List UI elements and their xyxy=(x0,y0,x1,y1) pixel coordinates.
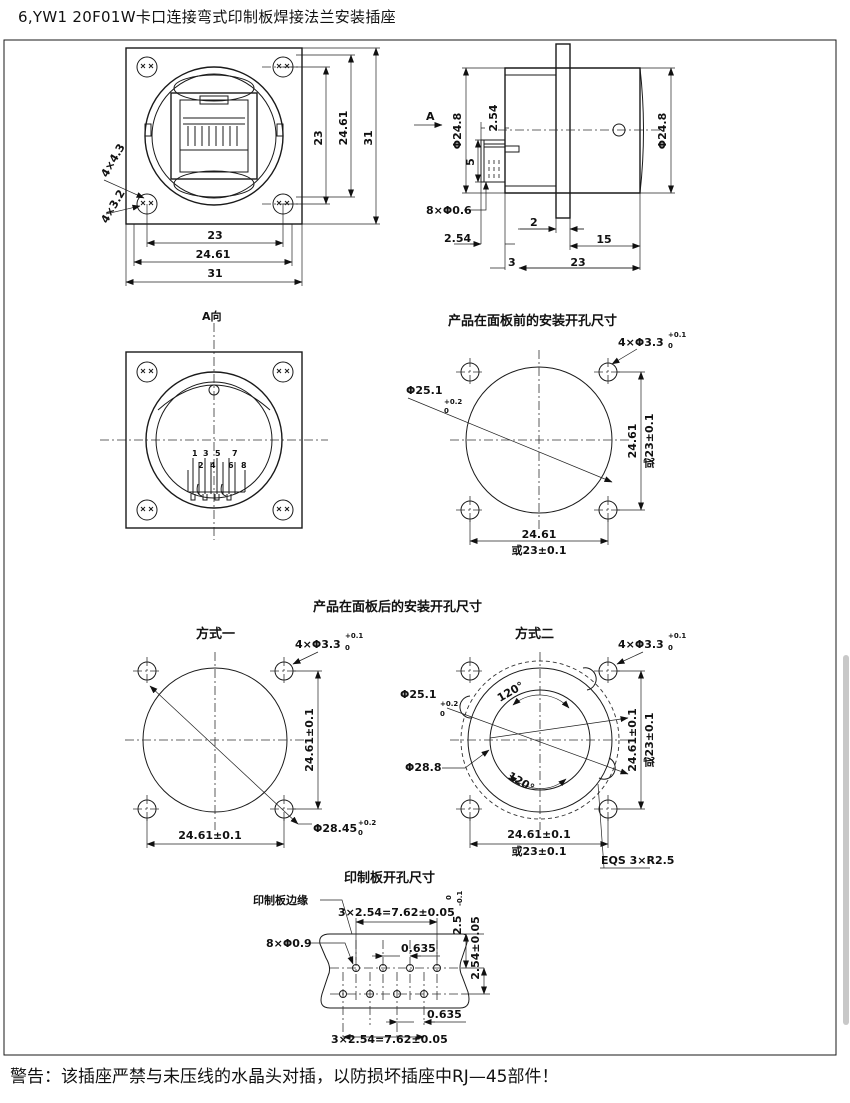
scrollbar-thumb[interactable] xyxy=(843,655,849,1025)
dim-31-horizontal: 31 xyxy=(207,267,222,280)
pin-label-6: 6 xyxy=(228,461,234,470)
dim-4x32: 4×3.2 xyxy=(98,188,127,226)
drawing-frame xyxy=(3,39,837,1056)
dim-phi248-left: Φ24.8 xyxy=(451,113,464,150)
method2-dim-v-alt: 或23±0.1 xyxy=(642,712,656,767)
method2-title: 方式二 xyxy=(515,626,554,642)
method1-title: 方式一 xyxy=(196,626,235,642)
method2-eqs-label: EQS 3×R2.5 xyxy=(601,854,674,867)
dim-23-side: 23 xyxy=(570,256,585,269)
dim-phi248-right: Φ24.8 xyxy=(656,113,669,150)
dim-31-vertical: 31 xyxy=(362,130,375,145)
side-view xyxy=(414,43,675,271)
front-dia-tol-top: +0.2 xyxy=(444,398,462,406)
dim-15: 15 xyxy=(596,233,611,246)
front-holes-label: 4×Φ3.3 xyxy=(618,336,664,349)
front-panel-cutout xyxy=(407,348,645,545)
front-dia-tol-bottom: 0 xyxy=(444,407,449,415)
method2-outer-dia-label: Φ28.8 xyxy=(405,761,442,774)
method1-holes-tol-top: +0.1 xyxy=(345,632,363,640)
a-view xyxy=(100,323,328,540)
front-holes-tol-top: +0.1 xyxy=(668,331,686,339)
dim-3: 3 xyxy=(508,256,516,269)
method2-holes-tol-bottom: 0 xyxy=(668,644,673,652)
method2-dia-tol-bottom: 0 xyxy=(440,710,445,718)
pcb-pitch-bottom: 3×2.54=7.62±0.05 xyxy=(331,1033,448,1046)
dim-254-bottom: 2.54 xyxy=(444,232,471,245)
front-dim-v-alt: 或23±0.1 xyxy=(642,413,656,468)
method1-dim-h: 24.61±0.1 xyxy=(178,829,242,842)
method2-holes-tol-top: +0.1 xyxy=(668,632,686,640)
pin-label-1: 1 xyxy=(192,449,198,458)
method1-cutout xyxy=(125,651,322,848)
front-dia-label: Φ25.1 xyxy=(406,384,443,397)
dim-2461-horizontal: 24.61 xyxy=(196,248,231,261)
dim-4x43: 4×4.3 xyxy=(98,142,127,180)
pcb-holes-label: 8×Φ0.9 xyxy=(266,937,312,950)
pcb-pitch-top: 3×2.54=7.62±0.05 xyxy=(338,906,455,919)
front-holes-tol-bottom: 0 xyxy=(668,342,673,350)
method2-holes-label: 4×Φ3.3 xyxy=(618,638,664,651)
method1-dia-tol-top: +0.2 xyxy=(358,819,376,827)
pcb-dim-25-tol-bottom: -0.1 xyxy=(456,891,464,906)
pcb-edge-label: 印制板边缘 xyxy=(253,893,308,907)
method2-dim-h-alt: 或23±0.1 xyxy=(511,844,566,858)
method1-dia-tol-bottom: 0 xyxy=(358,829,363,837)
pin-label-4: 4 xyxy=(210,461,216,470)
method2-cutout xyxy=(442,651,650,869)
method1-holes-label: 4×Φ3.3 xyxy=(295,638,341,651)
front-panel-title: 产品在面板前的安装开孔尺寸 xyxy=(448,313,617,329)
pcb-dim-25: 2.5 xyxy=(451,916,464,936)
method2-dim-h: 24.61±0.1 xyxy=(507,828,571,841)
front-dim-h-alt: 或23±0.1 xyxy=(511,543,566,557)
front-dim-h: 24.61 xyxy=(522,528,557,541)
dim-2461-vertical: 24.61 xyxy=(337,111,350,146)
dim-2: 2 xyxy=(530,216,538,229)
pin-label-7: 7 xyxy=(232,449,238,458)
method2-dia-label: Φ25.1 xyxy=(400,688,437,701)
pcb-dim-254: 2.54±0.05 xyxy=(469,916,482,980)
pin-label-8: 8 xyxy=(241,461,247,470)
dim-8x06: 8×Φ0.6 xyxy=(426,204,472,217)
dim-5: 5 xyxy=(464,158,477,166)
front-view xyxy=(103,47,380,286)
dim-23-horizontal: 23 xyxy=(207,229,222,242)
method2-dia-tol-top: +0.2 xyxy=(440,700,458,708)
pcb-offset-bottom: 0.635 xyxy=(427,1008,462,1021)
dim-23-vertical: 23 xyxy=(312,130,325,145)
method2-dim-v: 24.61±0.1 xyxy=(626,708,639,772)
pin-label-5: 5 xyxy=(215,449,221,458)
rear-panel-title: 产品在面板后的安装开孔尺寸 xyxy=(313,599,482,615)
a-view-title: A向 xyxy=(202,309,222,323)
method1-dia-label: Φ28.45 xyxy=(313,822,357,835)
pin-label-2: 2 xyxy=(198,461,204,470)
pcb-cutout xyxy=(310,899,490,1040)
method1-holes-tol-bottom: 0 xyxy=(345,644,350,652)
front-dim-v: 24.61 xyxy=(626,424,639,459)
page-title: 6,YW1 20F01W卡口连接弯式印制板焊接法兰安装插座 xyxy=(18,8,396,26)
dim-254-top: 2.54 xyxy=(487,104,500,131)
warning-text: 警告：该插座严禁与未压线的水晶头对插，以防损坏插座中RJ—45部件！ xyxy=(10,1067,559,1087)
method2-angle-bottom: 120° xyxy=(506,769,537,794)
pcb-dim-25-tol-top: 0 xyxy=(445,895,453,900)
method2-angle-top: 120° xyxy=(495,679,526,704)
arrow-a-label: A xyxy=(426,110,435,123)
pcb-title: 印制板开孔尺寸 xyxy=(344,870,435,886)
method1-dim-v: 24.61±0.1 xyxy=(303,708,316,772)
pcb-offset-top: 0.635 xyxy=(401,942,436,955)
pin-label-3: 3 xyxy=(203,449,209,458)
